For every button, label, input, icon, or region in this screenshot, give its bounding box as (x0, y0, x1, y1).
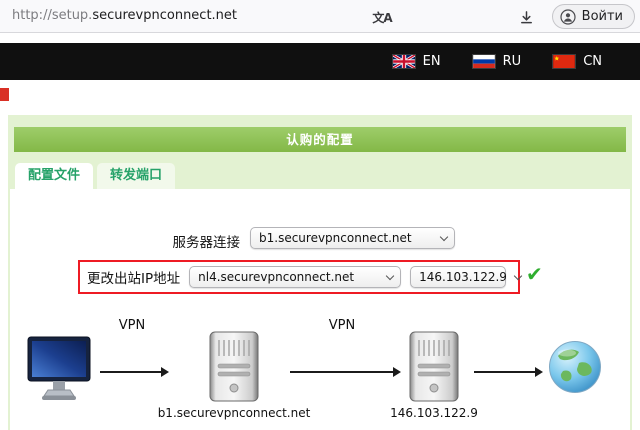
lang-item-ru[interactable]: RU (472, 54, 522, 69)
chevron-down-icon (385, 271, 395, 280)
server2-caption: 146.103.122.9 (390, 406, 478, 420)
tab-profile[interactable]: 配置文件 (15, 163, 94, 189)
ru-flag-icon (472, 55, 495, 68)
lang-label-ru: RU (502, 54, 522, 69)
outbound-ip-label: 更改出站IP地址 (87, 271, 181, 287)
address-bar[interactable]: http://setup.securevpnconnect.net (12, 0, 237, 32)
arrow-2 (290, 367, 401, 377)
partial-red-banner (0, 88, 9, 101)
outbound-ip-highlight-box: 更改出站IP地址 nl4.securevpnconnect.net 146.10… (78, 260, 523, 294)
outbound-ip-select[interactable]: 146.103.122.9 (410, 266, 523, 288)
lang-item-en[interactable]: EN (392, 54, 441, 69)
tab-forward-ports[interactable]: 转发端口 (97, 163, 176, 189)
translate-icon[interactable]: 文A (372, 10, 392, 25)
language-nav: EN RU CN (0, 43, 640, 80)
globe-icon (549, 341, 601, 393)
login-label: Войти (581, 9, 623, 24)
lang-item-cn[interactable]: CN (553, 54, 602, 69)
computer-icon (27, 336, 91, 400)
server-icon-2 (409, 331, 459, 402)
arrow-3 (474, 367, 543, 377)
server-connection-value: b1.securevpnconnect.net (259, 231, 412, 245)
server1-caption: b1.securevpnconnect.net (157, 406, 311, 420)
vpn-label-1: VPN (118, 318, 146, 333)
url-domain: securevpnconnect.net (92, 8, 238, 23)
lang-label-en: EN (422, 54, 441, 69)
login-button[interactable]: Войти (551, 4, 635, 29)
outbound-ip-value: 146.103.122.9 (419, 270, 507, 284)
download-icon[interactable] (516, 7, 536, 27)
server-connection-select[interactable]: b1.securevpnconnect.net (250, 227, 455, 249)
server-icon-1 (209, 331, 259, 402)
person-icon (560, 8, 576, 25)
browser-chrome: http://setup.securevpnconnect.net 文A Вой… (0, 0, 640, 33)
download-arrow-glyph (520, 10, 532, 23)
tab-content (10, 189, 630, 430)
url-scheme: http://setup. (12, 8, 93, 23)
lang-label-cn: CN (583, 54, 602, 69)
panel-title: 认购的配置 (14, 127, 626, 152)
server-connection-label: 服务器连接 (172, 235, 241, 251)
chevron-down-icon (439, 232, 449, 241)
vpn-label-2: VPN (328, 318, 356, 333)
cn-flag-icon (553, 55, 576, 68)
arrow-1 (100, 367, 169, 377)
uk-flag-icon (392, 55, 415, 68)
panel-tabs: 配置文件 转发端口 (15, 163, 176, 189)
success-check-icon: ✔ (526, 262, 543, 286)
outbound-server-value: nl4.securevpnconnect.net (198, 270, 355, 284)
outbound-server-select[interactable]: nl4.securevpnconnect.net (189, 266, 402, 288)
